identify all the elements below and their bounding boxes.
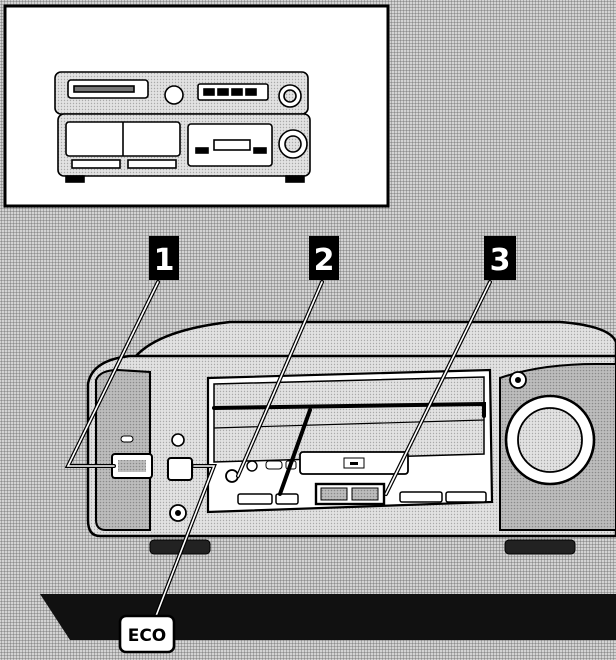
receiver-front-panel-icon [40,320,616,640]
step-badge-1: 1 [149,236,179,280]
leader-step-2b [212,401,486,418]
step-label-1: 1 [154,243,175,278]
step-badge-3: 3 [484,236,516,280]
step-label-2: 2 [314,243,335,278]
system-inset [3,4,390,208]
leader-step-2c [278,408,312,496]
eco-label: ECO [128,626,167,646]
step-label-3: 3 [490,243,511,278]
step-badge-2: 2 [309,236,339,280]
floor-shadow [40,594,616,640]
stereo-system-icon [54,71,311,183]
eco-button: ECO [118,614,176,654]
